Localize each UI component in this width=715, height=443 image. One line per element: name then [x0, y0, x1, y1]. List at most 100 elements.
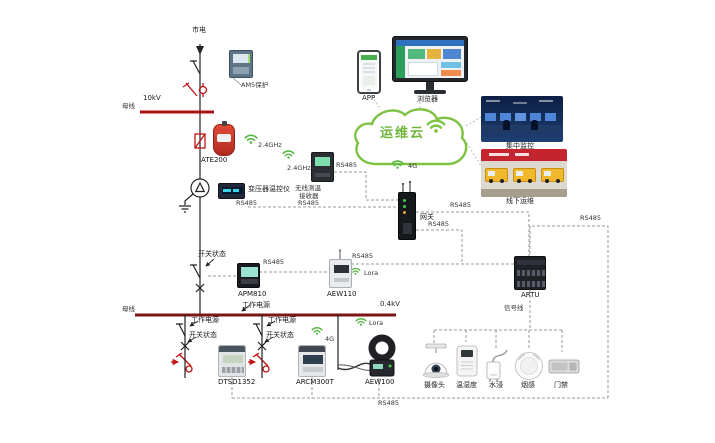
truck-wheel-a — [489, 179, 493, 183]
controller-rs485-label: RS485 — [236, 199, 258, 207]
label-arrows — [187, 258, 276, 343]
wifi-icon-ate200 — [244, 134, 258, 144]
voltage-10kv-label: 10kV — [143, 94, 161, 102]
photo-light-3 — [539, 100, 553, 102]
photo-screen-3 — [515, 113, 526, 121]
switch-status-label-2: 开关状态 — [189, 331, 217, 339]
door-access-device — [548, 359, 580, 374]
gateway-antenna-tip — [402, 183, 404, 185]
aew110-antenna-tip — [339, 249, 341, 252]
smoke-label: 烟感 — [521, 381, 535, 389]
photo-screen-2 — [500, 113, 511, 121]
freq-label-2: 2.4GHz — [287, 164, 311, 172]
apm810-keys — [241, 279, 258, 284]
ate200-label: ATE200 — [201, 156, 228, 164]
aew100-lora-label: Lora — [369, 319, 384, 327]
dtsd1352-label: DTSD1352 — [218, 378, 256, 386]
phone-chart-area — [363, 76, 375, 85]
transformer-symbol — [179, 178, 210, 213]
relay-keypad — [233, 67, 249, 74]
monitor-frame — [392, 36, 468, 82]
arcm-lcd — [303, 355, 323, 364]
phone-app-header — [361, 55, 377, 60]
gateway-rs485-label-2: RS485 — [428, 220, 450, 228]
ate200-device — [213, 121, 235, 156]
ate200-label-band — [217, 134, 231, 142]
truck-window — [488, 171, 495, 176]
dashboard-tile-3 — [443, 49, 461, 59]
work-power-label-2: 工作电源 — [191, 316, 219, 324]
photo-person-1 — [503, 120, 510, 130]
cloud-links-dashed — [371, 95, 482, 167]
dashboard-bar-1 — [441, 62, 461, 68]
rs485-dashed-lines — [208, 171, 609, 399]
receiver-rs485-right-label: RS485 — [336, 161, 358, 169]
wifi-icon-aew110-lora — [350, 267, 361, 275]
truck-wheel-a — [517, 179, 521, 183]
dashboard-tile-2 — [427, 49, 441, 59]
protection-relay-device — [229, 50, 253, 78]
photo-screen-5 — [545, 113, 556, 121]
dtsd-terminals — [222, 367, 244, 373]
aew110-device — [329, 259, 352, 288]
water-sensor-device — [486, 349, 508, 382]
phone-line-2 — [363, 67, 375, 69]
photo-truck-1 — [485, 168, 508, 183]
aew110-screen — [334, 265, 349, 273]
ate200-clip — [222, 121, 227, 126]
phone-home-button — [367, 89, 371, 91]
photo-screen-4 — [530, 113, 541, 121]
wifi-icon-receiver — [282, 150, 295, 159]
truck-wheel-b — [556, 179, 560, 183]
banner-text-dash-2 — [515, 153, 529, 156]
cloud-label: 运维云 — [380, 126, 426, 141]
photo-light-2 — [513, 102, 527, 104]
truck-wheel-b — [528, 179, 532, 183]
dashboard-tile-1 — [408, 49, 425, 59]
busbar-bottom-label: 母线 — [122, 305, 135, 313]
dashboard-bar-2 — [441, 70, 461, 76]
freq-label-1: 2.4GHz — [258, 141, 282, 149]
gateway-port — [403, 223, 412, 234]
browser-monitor — [392, 36, 468, 98]
app-label: APP — [362, 94, 376, 102]
cloud-shape — [354, 108, 468, 166]
arcm-4g-label: 4G — [325, 335, 335, 343]
photo-truck-3 — [541, 168, 564, 183]
water-label: 水浸 — [489, 381, 503, 389]
photo-banner — [481, 149, 567, 161]
monitor-screen — [396, 40, 464, 78]
temp-humidity-label: 温湿度 — [456, 381, 477, 389]
phone-screen — [361, 55, 377, 88]
central-monitoring-label: 集中监控 — [506, 142, 534, 150]
aew110-strip — [334, 278, 349, 282]
aew110-rs485-label: RS485 — [352, 252, 374, 260]
receiver-screen — [315, 157, 330, 166]
truck-wheel-b — [500, 179, 504, 183]
gateway-antenna — [402, 183, 411, 192]
camera-label: 摄像头 — [424, 381, 445, 389]
phone-line-3 — [363, 71, 375, 73]
photo-desk — [481, 125, 563, 133]
gateway-led-1 — [403, 199, 406, 202]
monitor-neck — [426, 82, 434, 90]
monitor-base — [414, 90, 446, 94]
wireless-temp-receiver-device — [311, 152, 334, 182]
transformer-controller-label: 变压器温控仪 — [248, 185, 290, 193]
banner-text-dash-1 — [489, 153, 509, 156]
gateway-led-2 — [403, 205, 406, 208]
camera-device — [422, 343, 450, 378]
photo-truck-2 — [513, 168, 536, 183]
photo-offline-ops — [481, 149, 567, 197]
gateway-label: 网关 — [420, 213, 434, 221]
gateway-device — [398, 192, 416, 240]
wifi-icon-arcm-4g — [311, 327, 323, 335]
phone-line-1 — [363, 63, 375, 65]
dtsd-lcd — [223, 355, 243, 363]
arcm-keys — [303, 367, 323, 372]
receiver-label-1: 无线测温 — [295, 184, 321, 192]
apm810-label: APM810 — [238, 290, 267, 298]
gateway-artu-rs485-label: RS485 — [450, 201, 472, 209]
photo-person-2 — [531, 120, 538, 130]
controller-digits — [223, 189, 231, 192]
